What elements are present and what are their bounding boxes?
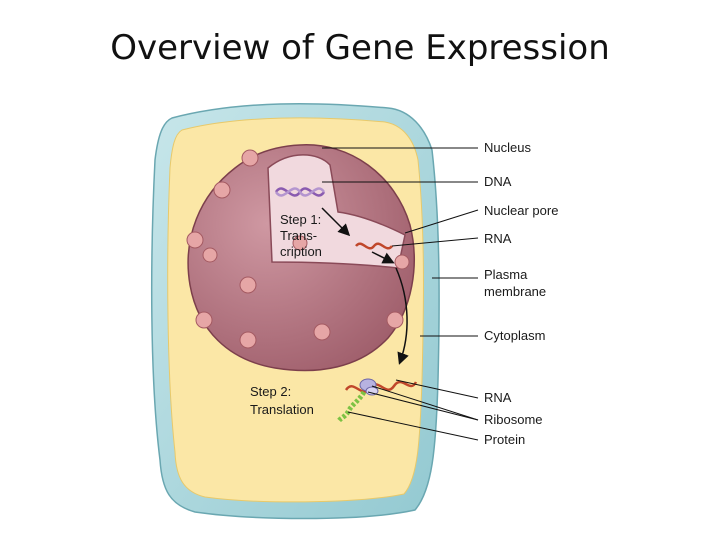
translation-arrow <box>395 267 409 365</box>
step1-line3: cription <box>280 244 322 259</box>
rna-strand-cytoplasm <box>344 380 418 393</box>
label-cytoplasm: Cytoplasm <box>484 328 545 343</box>
rna-strand-nucleus <box>355 242 393 250</box>
export-arrow <box>371 251 395 264</box>
label-plasma-membrane-line2: membrane <box>484 284 546 299</box>
label-rna-cytoplasm: RNA <box>484 390 512 405</box>
label-rna-nucleus: RNA <box>484 231 512 246</box>
step1-line1: Step 1: <box>280 212 321 227</box>
transcription-arrow <box>321 207 351 237</box>
ribosome <box>359 378 379 396</box>
step2-line2: Translation <box>250 402 314 417</box>
label-dna: DNA <box>484 174 512 189</box>
label-ribosome: Ribosome <box>484 412 543 427</box>
dna-helix <box>274 187 326 197</box>
slide-title: Overview of Gene Expression <box>110 28 610 68</box>
label-plasma-membrane-line1: Plasma <box>484 267 528 282</box>
label-protein: Protein <box>484 432 525 447</box>
step1-line2: Trans- <box>280 228 317 243</box>
label-nuclear-pore: Nuclear pore <box>484 203 558 218</box>
step2-line1: Step 2: <box>250 384 291 399</box>
leader-lines <box>322 147 479 441</box>
nuclear-pores <box>186 149 410 349</box>
label-nucleus: Nucleus <box>484 140 531 155</box>
